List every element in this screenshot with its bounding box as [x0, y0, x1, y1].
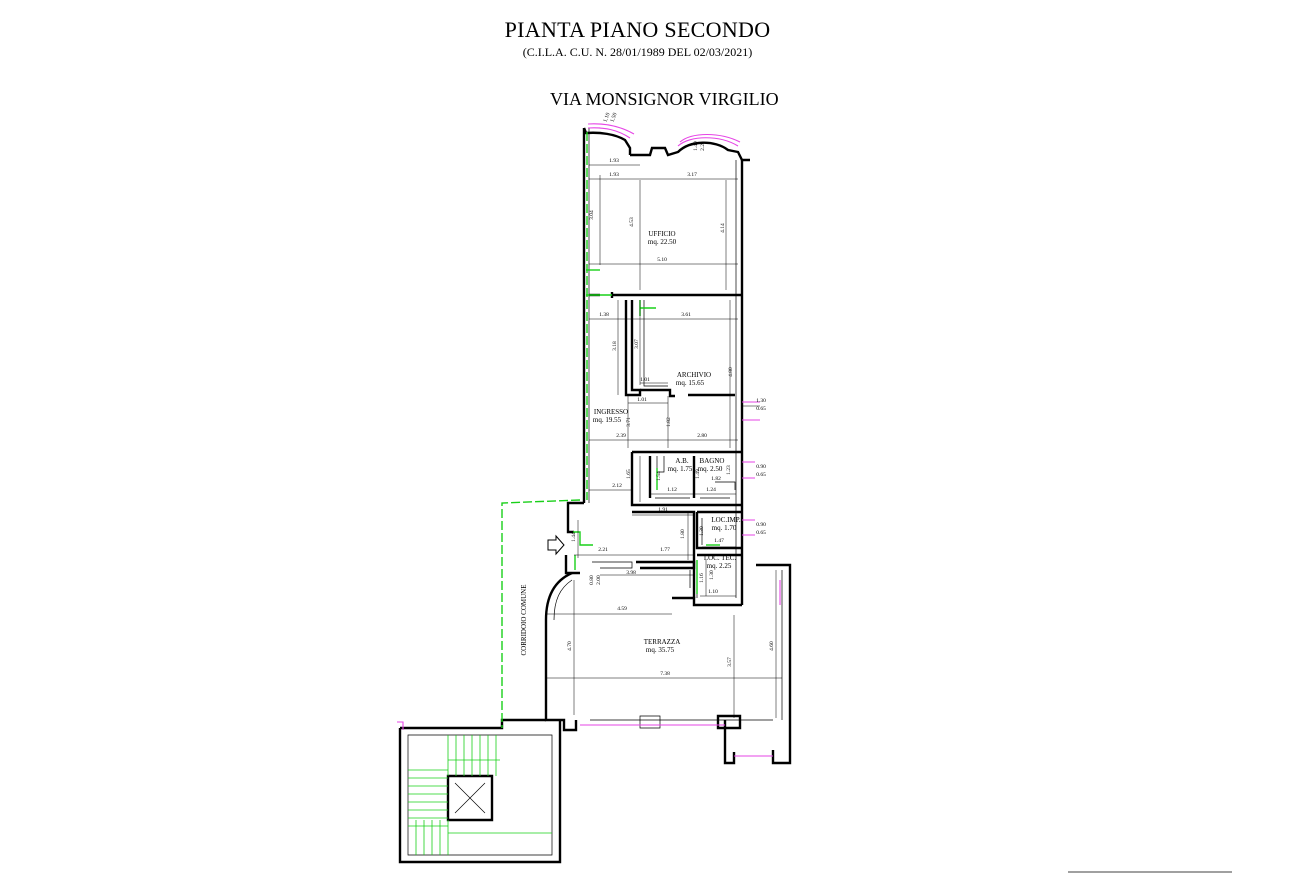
exterior-walls [544, 127, 792, 765]
dim-label: 1.01 [640, 377, 650, 383]
entrance-arrow-icon [547, 534, 565, 556]
room-ingresso-area: mq. 19.55 [593, 416, 622, 424]
stairwell [398, 718, 562, 864]
room-ufficio-area: mq. 22.50 [648, 238, 677, 246]
dim-label: 1.10 [708, 589, 718, 595]
dim-label: 1.80 [680, 529, 686, 539]
street-name: VIA MONSIGNOR VIRGILIO [550, 89, 779, 109]
interior-walls [589, 292, 742, 598]
dim-label: 3.57 [727, 657, 733, 667]
dim-label: 2.21 [700, 141, 706, 151]
dim-label: 3.17 [687, 172, 697, 178]
dim-label: 0.65 [756, 530, 766, 536]
dim-label: 1.54 [656, 471, 662, 481]
dim-label: 1.16 [699, 573, 705, 583]
dim-label: 1.82 [666, 417, 672, 427]
dim-label: 3.18 [612, 341, 618, 351]
dim-label: 1.47 [714, 538, 724, 544]
dim-label: 1.30 [699, 526, 705, 536]
room-labels: UFFICIO mq. 22.50 ARCHIVIO mq. 15.65 ING… [520, 230, 741, 655]
dim-label: 1.30 [756, 398, 766, 404]
room-locimp-area: mq. 1.70 [712, 524, 737, 532]
dim-label: 1.50 [610, 112, 619, 123]
dim-label: 2.39 [616, 433, 626, 439]
dim-label: 2.80 [697, 433, 707, 439]
room-archivio-name: ARCHIVIO [677, 371, 711, 379]
dim-label: 0.90 [756, 464, 766, 470]
dim-label: 0.65 [756, 472, 766, 478]
dim-label: 1.30 [709, 570, 715, 580]
drawing-subtitle: (C.I.L.A. C.U. N. 28/01/1989 DEL 02/03/2… [522, 45, 753, 59]
dim-label: 2.21 [598, 547, 608, 553]
room-ingresso-name: INGRESSO [594, 408, 628, 416]
dim-label: 1.49 [695, 469, 701, 479]
dimension-lines [546, 164, 782, 718]
dim-label: 1.40 [693, 141, 699, 151]
room-loctec-name: LOC. TEC. [704, 554, 737, 562]
dim-label: 4.14 [720, 223, 726, 233]
dim-label: 5.10 [657, 257, 667, 263]
green-markings [501, 132, 720, 728]
dim-label: 1.12 [667, 487, 677, 493]
room-ab-name: A.B. [675, 457, 688, 465]
dim-label: 1.93 [609, 158, 619, 164]
room-loctec-area: mq. 2.25 [707, 562, 732, 570]
dim-label: 3.04 [589, 210, 595, 220]
dim-label: 1.10 [603, 112, 612, 123]
dim-label: 1.65 [626, 469, 632, 479]
dim-label: 4.60 [769, 641, 775, 651]
stair-steps [408, 735, 552, 855]
dim-label: 1.24 [706, 487, 716, 493]
dim-label: 1.93 [609, 172, 619, 178]
dim-label: 1.01 [637, 397, 647, 403]
dim-label: 3.98 [626, 570, 636, 576]
dim-label: 0.90 [756, 522, 766, 528]
room-bagno-name: BAGNO [700, 457, 725, 465]
dim-label: 4.80 [728, 367, 734, 377]
dim-label: 1.77 [660, 547, 670, 553]
room-bagno-area: mq. 2.50 [698, 465, 723, 473]
room-corridoio-name: CORRIDOIO COMUNE [520, 585, 528, 656]
dim-label: 3.07 [634, 339, 640, 349]
dim-label: 1.82 [711, 476, 721, 482]
room-ufficio-name: UFFICIO [648, 230, 675, 238]
dim-label: 0.80 [589, 575, 595, 585]
dimension-labels: 1.93 1.93 3.17 1.40 2.21 1.10 1.50 3.04 … [567, 112, 775, 677]
window-markings [397, 123, 781, 757]
dim-label: 1.38 [599, 312, 609, 318]
dim-label: 1.44 [571, 532, 577, 542]
dim-label: 2.12 [612, 483, 622, 489]
dim-label: 3.61 [681, 312, 691, 318]
dim-label: 1.91 [658, 507, 668, 513]
room-archivio-area: mq. 15.65 [676, 379, 705, 387]
dim-label: 0.65 [756, 406, 766, 412]
room-terrazza-name: TERRAZZA [644, 638, 681, 646]
dim-label: 4.70 [567, 641, 573, 651]
dim-label: 2.00 [596, 575, 602, 585]
dim-label: 4.53 [629, 217, 635, 227]
room-ab-area: mq. 1.75 [668, 465, 693, 473]
drawing-title: PIANTA PIANO SECONDO [504, 17, 771, 42]
room-locimp-name: LOC.IMP. [711, 516, 740, 524]
dim-label: 7.38 [660, 671, 670, 677]
dim-label: 4.59 [617, 606, 627, 612]
dim-label: 3.71 [626, 417, 632, 427]
room-terrazza-area: mq. 35.75 [646, 646, 675, 654]
dim-label: 1.23 [726, 465, 732, 475]
